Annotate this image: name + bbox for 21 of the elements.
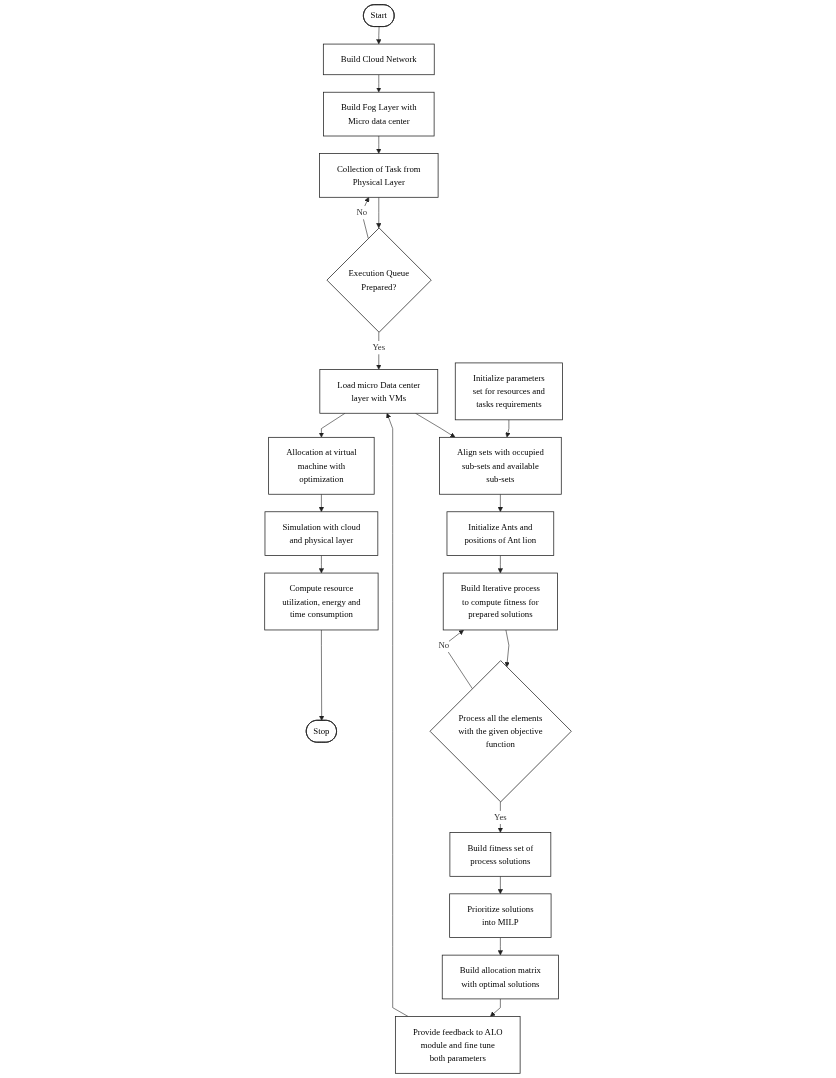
edge-label: No	[356, 207, 368, 218]
node-diamond: Process all the elements with the given objective function	[429, 660, 572, 803]
node-box: Build Cloud Network	[322, 43, 435, 76]
edge-label: No	[438, 640, 450, 650]
node-box: Simulation with cloud and physical layer	[264, 511, 379, 556]
edge-label: Yes	[372, 342, 386, 353]
node-box: Prioritize solutions into MILP	[449, 893, 552, 938]
node-box: Provide feedback to ALO module and fine tune both parameters	[395, 1016, 521, 1074]
node-box: Build allocation matrix with optimal solutions	[441, 954, 559, 1000]
node-box: Build Fog Layer with Micro data center	[323, 91, 435, 137]
edge-label: Yes	[493, 812, 507, 822]
node-box: Collection of Task from Physical Layer	[319, 153, 439, 198]
node-box: Load micro Data center layer with VMs	[319, 369, 439, 414]
node-diamond: Execution Queue Prepared?	[326, 227, 432, 333]
node-box: Initialize parameters set for resources and tasks requirements	[454, 362, 563, 421]
node-box: Build Iterative process to compute fitness for prepared solutions	[442, 572, 558, 631]
node-box: Initialize Ants and positions of Ant lion	[446, 511, 555, 556]
node-box: Compute resource utilization, energy and time consumption	[264, 572, 379, 631]
node-box: Align sets with occupied sub-sets and available sub-sets	[439, 436, 562, 495]
node-box: Build fitness set of process solutions	[449, 832, 552, 877]
node-box: Allocation at virtual machine with optimization	[268, 436, 375, 495]
